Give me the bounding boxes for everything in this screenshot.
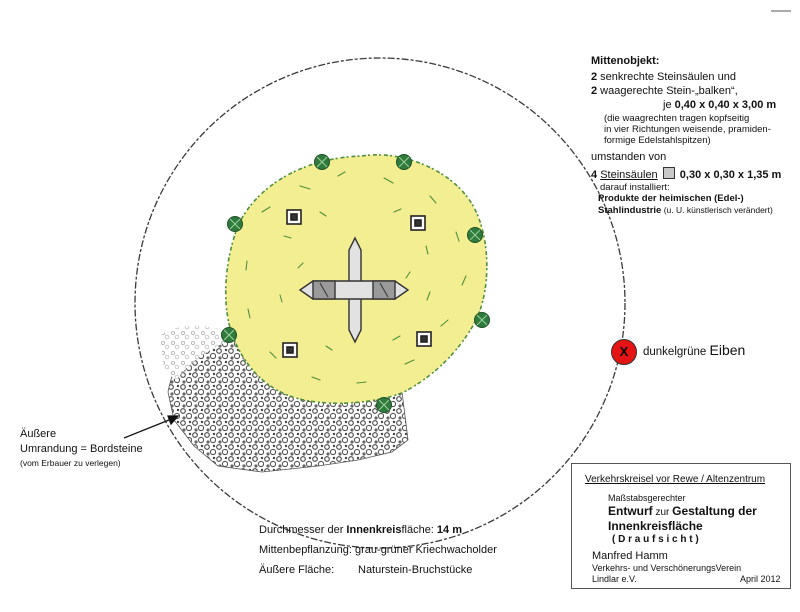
mitte-line-3: je 0,40 x 0,40 x 3,00 m [663,99,776,111]
title-line-2: Innenkreisfläche [608,519,703,533]
mitte-beam-dimensions: 0,40 x 0,40 x 3,00 m [674,99,777,111]
outer-label-1: Äußere [20,428,57,440]
yew-tree-icon [467,227,483,243]
yew-tree-icon [396,154,412,170]
title-place: Lindlar e.V. [592,574,637,584]
mitte-note-3: formige Edelstahlspitzen) [604,135,711,146]
mitte-products-2-bold: Stahlindustrie [598,205,662,216]
legend-marker-icon: X [611,339,637,365]
mitte-line-4-num: 4 [591,169,601,181]
diameter-pre: Durchmesser der [259,524,347,536]
legend-label-pre: dunkelgrüne [643,346,710,358]
outer-area-label: Äußere Fläche: [259,564,335,576]
yew-trees [221,154,490,413]
title-org: Verkehrs- und VerschönerungsVerein [592,563,742,573]
title-line-1c: Gestaltung der [672,504,757,518]
diameter-value: 14 m [436,524,462,536]
yew-tree-icon [314,154,330,170]
mitte-line-2-text: waagerechte Stein-„balken“, [597,85,738,97]
yew-tree-icon [227,216,243,232]
outer-border-arrow [123,415,180,439]
mitte-line-1-num: 2 [591,71,598,83]
stone-columns [282,209,432,358]
mitte-umstanden: umstanden von [591,151,667,163]
title-line-1a: Entwurf [608,504,653,518]
outer-border-circle [134,57,626,549]
gravel-light-area [160,325,232,380]
legend-label-word: Eiben [709,342,746,358]
title-line-1: Entwurf zur Gestaltung der [608,504,757,518]
yew-tree-icon [474,312,490,328]
center-object [298,236,410,344]
outer-area-value: Naturstein-Bruchstücke [358,564,473,576]
diameter-bold: Innenkreis [346,524,402,536]
diameter-mid: fläche: [401,524,437,536]
stone-column [410,215,426,231]
diameter-line: Durchmesser der Innenkreisfläche: 14 m [259,524,462,536]
title-line-3: ( D r a u f s i c h t ) [612,534,699,545]
stone-column-swatch-icon [662,167,675,179]
planting-strokes [245,171,467,384]
mitte-products-2: Stahlindustrie (u. U. künstlerisch verän… [598,205,773,216]
planting-line: Mittenbepflanzung: grau-grüner Kriechwac… [259,544,497,556]
stone-column [286,209,302,225]
mitte-line-2: 2 waagerechte Stein-„balken“, [591,85,738,97]
yew-tree-icon [376,397,392,413]
mitte-line-2-num: 2 [591,85,598,97]
mitte-heading: Mittenobjekt: [591,55,660,67]
outer-label-2: Umrandung = Bordsteine [20,443,143,455]
title-header: Verkehrskreisel vor Rewe / Altenzentrum [585,474,766,485]
legend-label: dunkelgrüne Eiben [643,342,745,358]
mitte-line-4: 4 Steinsäulen 0,30 x 0,30 x 1,35 m [591,167,781,181]
title-line-1b: zur [652,507,673,518]
mitte-line-1: 2 senkrechte Steinsäulen und [591,71,736,83]
mitte-note-2: in vier Richtungen weisende, pramiden- [604,124,771,135]
mitte-line-3-pre: je [663,99,675,111]
title-block: Verkehrskreisel vor Rewe / Altenzentrum … [571,463,791,589]
yew-tree-icon [221,327,237,343]
mitte-products-2-note: (u. U. künstlerisch verändert) [661,205,773,215]
stone-column [282,342,298,358]
title-sub: Maßstabsgerechter [608,493,686,503]
mitte-line-1-text: senkrechte Steinsäulen und [597,71,736,83]
title-date: April 2012 [740,574,781,584]
outer-label-3: (vom Erbauer zu verlegen) [20,458,121,468]
mitte-line-4-word: Steinsäulen [600,169,658,181]
mitte-note-1: (die waagrechten tragen kopfseitig [604,113,750,124]
stone-column [416,331,432,347]
mitte-column-dimensions: 0,30 x 0,30 x 1,35 m [676,169,782,181]
mitte-installed: darauf installiert: [600,182,670,193]
mitte-products-1: Produkte der heimischen (Edel-) [598,193,744,204]
title-author: Manfred Hamm [592,550,668,562]
